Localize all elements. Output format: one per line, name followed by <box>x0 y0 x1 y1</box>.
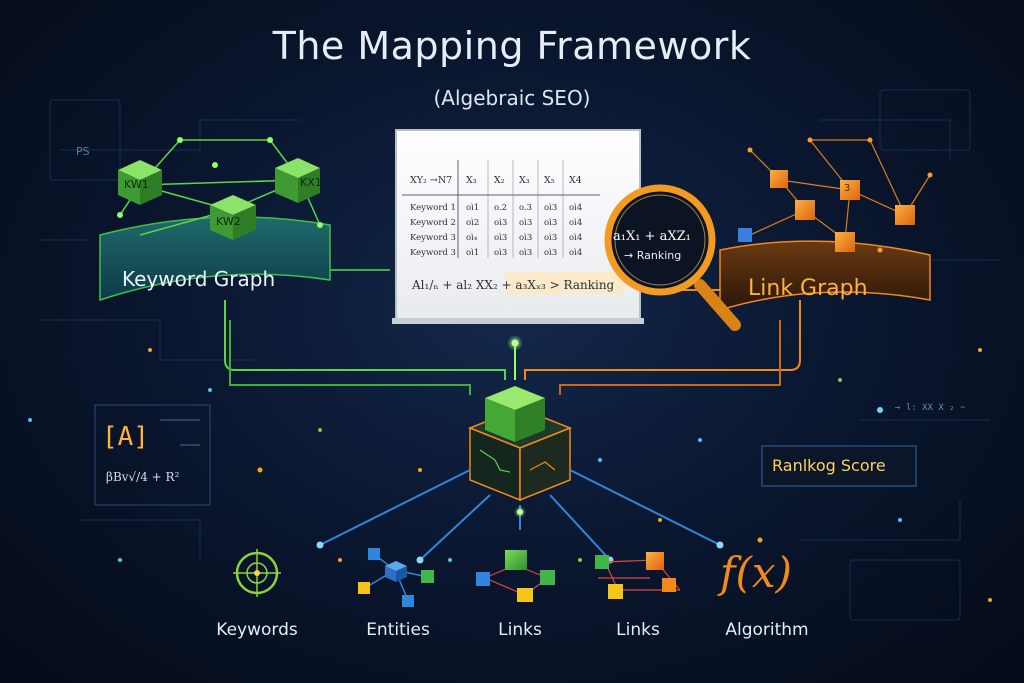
keyword-graph <box>99 137 331 302</box>
link-graph <box>719 137 933 312</box>
function-icon: f(x) <box>720 548 793 597</box>
entity-network-icon <box>358 548 434 607</box>
keyword-graph-label: Keyword Graph <box>122 267 276 291</box>
right-code-snippet: → l: XX X ₂ ~ <box>895 403 966 413</box>
circuit-background <box>40 89 1000 621</box>
left-formula: βBv√/4 + R² <box>106 470 180 484</box>
link-network-icon <box>595 552 681 599</box>
matrix-header: X₃ <box>466 175 477 186</box>
kw2-label: KW2 <box>216 215 241 228</box>
ranking-score-box <box>761 445 917 487</box>
matrix-cell: oì2 <box>466 217 479 228</box>
scattered-dots <box>28 348 992 602</box>
matrix-formula: Al₁/ₙ + al₂ XX₂ + a₃Xₓ₃ > Ranking <box>411 278 615 292</box>
link-graph-label: Link Graph <box>748 276 868 301</box>
matrix-cell: oì3 <box>494 217 507 228</box>
target-icon <box>233 549 281 597</box>
bracket-a-label: [A] <box>102 422 149 452</box>
magnifier-icon <box>604 184 741 331</box>
matrix-cell: oì3 <box>519 232 532 243</box>
bottom-label-links-2: Links <box>616 620 660 640</box>
ps-label: PS <box>76 145 90 158</box>
matrix-cell: o.3 <box>519 203 532 213</box>
matrix-cell: oì3 <box>544 217 557 228</box>
cube-network-icon <box>476 550 555 602</box>
matrix-cell: oì3 <box>519 217 532 228</box>
magnifier-label: → Ranking <box>624 249 681 262</box>
matrix-cell: o.2 <box>494 203 507 213</box>
matrix-header: X₃ <box>519 175 530 186</box>
magnifier-formula: a₁X₁ + aXZ₁ <box>613 229 691 244</box>
bottom-label-algorithm: Algorithm <box>725 620 809 640</box>
left-formula-panel <box>94 404 211 506</box>
bottom-label-keywords: Keywords <box>216 620 298 640</box>
ranking-score-label: Ranlkog Score <box>772 456 886 475</box>
matrix-cell: oì1 <box>466 202 479 213</box>
kx1-label: KX1 <box>300 176 322 189</box>
matrix-cell: Keyword 1 <box>410 203 456 213</box>
matrix-header: X₂ <box>494 175 505 186</box>
matrix-cell: oì3 <box>494 232 507 243</box>
matrix-cell: oì4 <box>569 232 582 243</box>
matrix-header: XY₂ →N7 <box>410 175 452 186</box>
matrix-cell: oì₄ <box>466 232 478 243</box>
matrix-header: X₅ <box>544 175 555 186</box>
matrix-cell: Keyword 3 <box>410 233 456 243</box>
matrix-cell: oì3 <box>519 247 532 258</box>
matrix-cell: oì3 <box>544 202 557 213</box>
kx1-node <box>275 158 320 203</box>
kw2-node <box>210 195 256 240</box>
page-subtitle: (Algebraic SEO) <box>433 86 591 110</box>
matrix-cell: oì3 <box>544 232 557 243</box>
matrix-cell: Keyword 2 <box>410 218 456 228</box>
kw1-label: KW1 <box>124 178 149 191</box>
bottom-label-entities: Entities <box>366 620 430 640</box>
matrix-cell: Keyword 3 <box>410 248 456 258</box>
matrix-cell: oì4 <box>569 247 582 258</box>
page-title: The Mapping Framework <box>272 24 752 68</box>
matrix-cell: oì4 <box>569 217 582 228</box>
central-cube-stack <box>467 386 573 502</box>
matrix-cell: oì3 <box>544 247 557 258</box>
matrix-cell: oì4 <box>569 202 582 213</box>
kw1-node <box>118 160 162 205</box>
bottom-label-links-1: Links <box>498 620 542 640</box>
link-node-label: 3 <box>844 183 851 194</box>
matrix-header: X4 <box>569 175 582 186</box>
matrix-cell: oì1 <box>466 247 479 258</box>
matrix-cell: oì3 <box>494 247 507 258</box>
bottom-rays <box>319 469 721 561</box>
